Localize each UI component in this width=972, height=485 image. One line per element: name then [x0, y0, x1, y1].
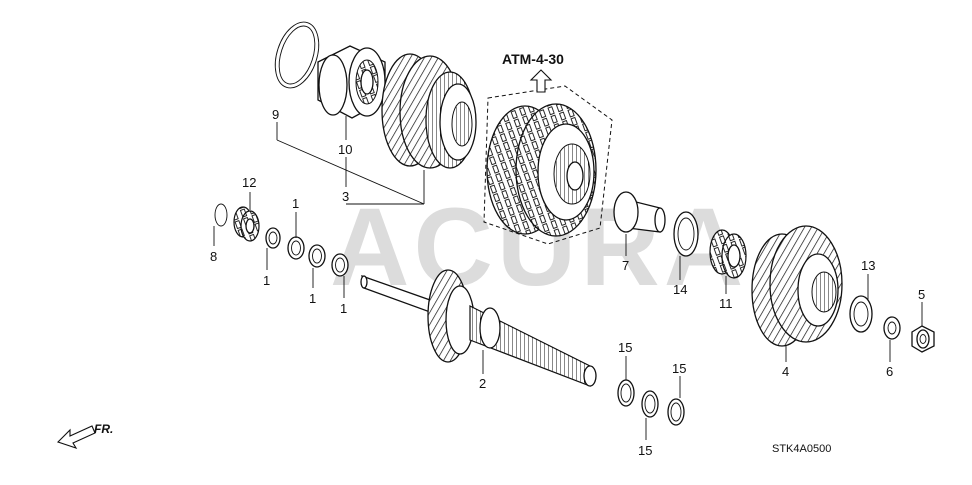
callout-11[interactable]: 11	[719, 296, 733, 311]
collar-7	[613, 191, 666, 233]
callout-14[interactable]: 14	[673, 282, 687, 297]
snap-ring-9	[274, 21, 320, 89]
bearing-10	[317, 45, 386, 119]
callout-15c[interactable]: 15	[672, 361, 686, 376]
washer-6	[883, 316, 901, 340]
callout-2[interactable]: 2	[479, 376, 486, 391]
gear-3	[381, 53, 477, 169]
callout-1d[interactable]: 1	[340, 301, 347, 316]
thrust-washer-1b	[287, 236, 305, 260]
gear-4	[751, 225, 843, 347]
thrust-washer-1d	[331, 253, 349, 277]
callout-10[interactable]: 10	[338, 142, 352, 157]
washer-15a	[617, 379, 635, 407]
diagram-code: STK4A0500	[772, 443, 831, 455]
washer-15b	[641, 390, 659, 418]
callout-1a[interactable]: 1	[263, 273, 270, 288]
washer-14	[673, 211, 699, 257]
clutch-assembly-reference	[483, 85, 613, 245]
callout-7[interactable]: 7	[622, 258, 629, 273]
needle-bearing-12	[233, 206, 260, 242]
thrust-washer-1a	[265, 227, 281, 249]
washer-13	[849, 295, 873, 333]
callout-1c[interactable]: 1	[309, 291, 316, 306]
callout-15a[interactable]: 15	[618, 340, 632, 355]
leader-lines	[213, 116, 923, 440]
washer-15c	[667, 398, 685, 426]
thrust-washer-1c	[308, 244, 326, 268]
needle-bearing-11	[709, 229, 747, 279]
callout-6[interactable]: 6	[886, 364, 893, 379]
callout-5[interactable]: 5	[918, 287, 925, 302]
callout-4[interactable]: 4	[782, 364, 789, 379]
callout-1b[interactable]: 1	[292, 196, 299, 211]
reference-arrow-icon	[529, 69, 553, 93]
nut-5	[911, 325, 935, 353]
callout-3[interactable]: 3	[342, 189, 349, 204]
front-indicator-label: FR.	[94, 422, 113, 436]
snap-ring-8	[214, 203, 228, 227]
front-arrow-icon	[56, 425, 96, 449]
callout-13[interactable]: 13	[861, 258, 875, 273]
callout-12[interactable]: 12	[242, 175, 256, 190]
reference-label[interactable]: ATM-4-30	[502, 51, 564, 67]
callout-9[interactable]: 9	[272, 107, 279, 122]
callout-15b[interactable]: 15	[638, 443, 652, 458]
countershaft-2	[360, 269, 597, 387]
callout-8[interactable]: 8	[210, 249, 217, 264]
